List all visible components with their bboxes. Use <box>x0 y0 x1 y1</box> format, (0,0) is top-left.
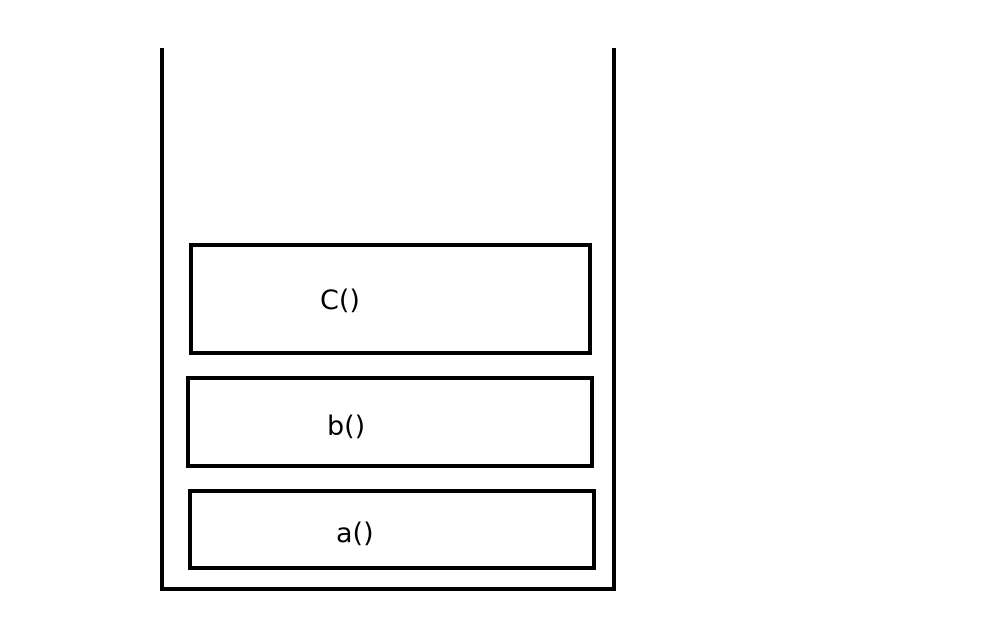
stack-frame-b-label: b() <box>327 411 366 442</box>
stack-frame-c-label: C() <box>320 285 360 316</box>
stack-container <box>160 48 616 591</box>
stack-frame-a-label: a() <box>336 518 374 549</box>
stack-frame-c <box>189 243 592 355</box>
stack-frame-a <box>188 489 596 570</box>
stack-frame-b <box>186 376 594 468</box>
